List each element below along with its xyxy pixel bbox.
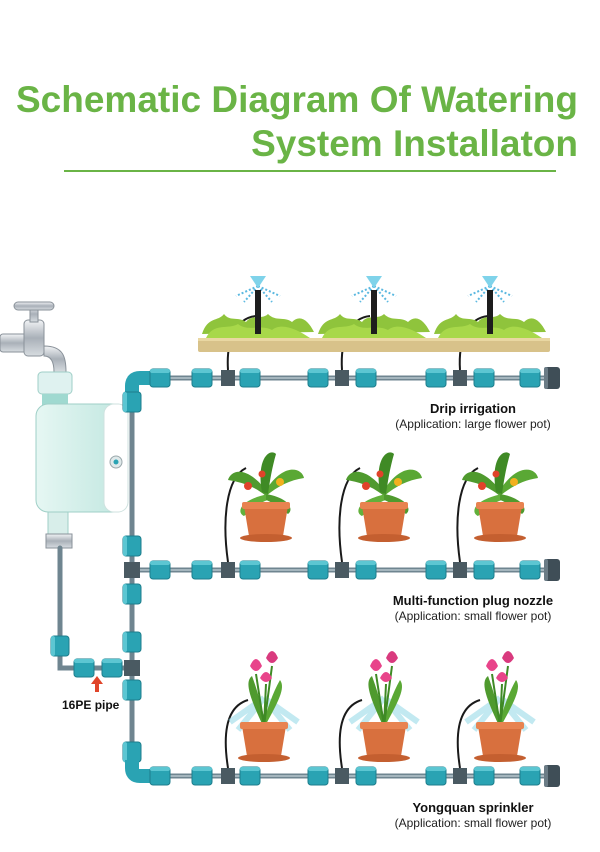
caption-name: Yongquan sprinkler: [412, 800, 534, 815]
caption-name: Multi-function plug nozzle: [392, 593, 554, 608]
caption-yongquan-sprinkler: Yongquan sprinkler (Application: small f…: [360, 800, 586, 831]
plant-pot-icon: [346, 452, 422, 542]
plant-pot-icon: [462, 452, 538, 542]
tulip-pot-icon: [466, 651, 534, 762]
tulip-pot-icon: [350, 651, 418, 762]
caption-drip-irrigation: Drip irrigation (Application: large flow…: [360, 401, 586, 432]
caption-application: (Application: small flower pot): [394, 816, 552, 830]
caption-multi-function-nozzle: Multi-function plug nozzle (Application:…: [360, 593, 586, 624]
diagram-title: Schematic Diagram Of Watering System Ins…: [8, 78, 578, 166]
drip-emitter-icon: [429, 275, 551, 353]
faucet-icon: [0, 301, 67, 373]
drip-emitter-icon: [313, 275, 435, 353]
caption-application: (Application: small flower pot): [394, 609, 552, 623]
arrow-icon: [91, 676, 103, 692]
pipe-label: 16PE pipe: [62, 698, 120, 712]
drip-emitter-icon: [197, 275, 319, 353]
caption-name: Drip irrigation: [430, 401, 516, 416]
title-line-2: System Installaton: [251, 123, 578, 164]
water-timer-icon: [35, 371, 129, 549]
title-underline: [64, 170, 556, 172]
caption-application: (Application: large flower pot): [395, 417, 551, 431]
tulip-pot-icon: [230, 651, 298, 762]
plant-pot-icon: [228, 452, 304, 542]
title-line-1: Schematic Diagram Of Watering: [16, 79, 578, 120]
